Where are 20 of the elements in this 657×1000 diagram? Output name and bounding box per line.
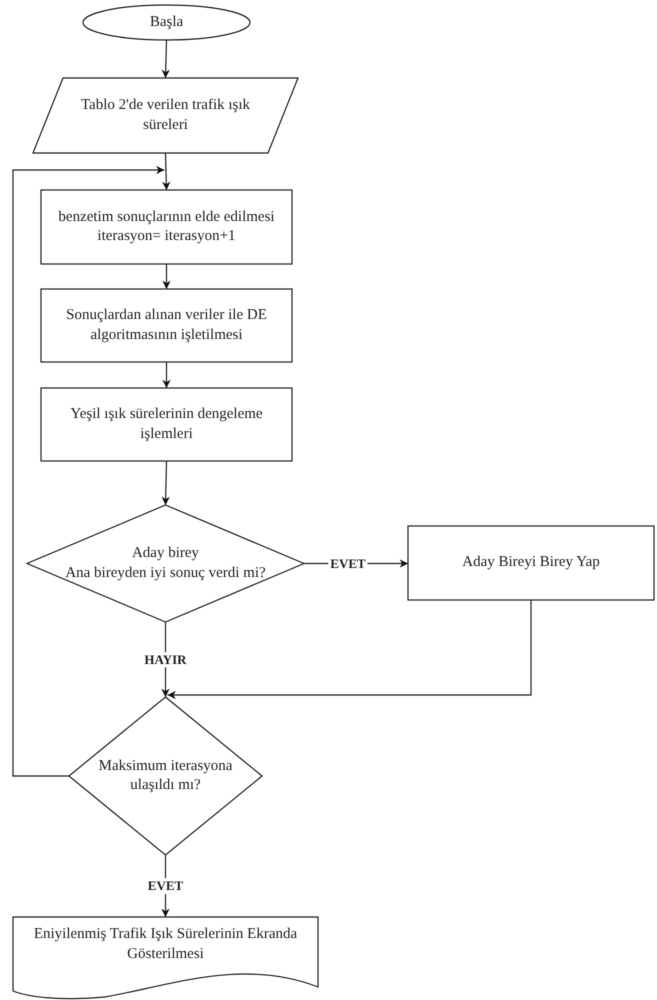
arrow bbox=[12, 166, 164, 777]
node-text: Yeşil ışık sürelerinin dengeleme işlemleri bbox=[69, 405, 264, 444]
arrow bbox=[162, 460, 170, 506]
node-text: Sonuçlardan alınan veriler ile DE algoritmasının işletilmesi bbox=[65, 306, 268, 344]
node-text: Maksimum iterasyona ulaşıldı mı? bbox=[98, 756, 234, 795]
node-text: Başla bbox=[150, 12, 184, 32]
arrow bbox=[162, 40, 170, 78]
arrow bbox=[162, 264, 171, 289]
arrow bbox=[162, 362, 171, 388]
edge-label: EVET bbox=[146, 878, 186, 894]
node-text: Ana bireyden iyi sonuç verdi mi? bbox=[65, 564, 266, 582]
node-text: benzetim sonuçlarının elde edilmesi bbox=[58, 208, 275, 226]
node-text: iterasyon= iterasyon+1 bbox=[97, 227, 236, 246]
edge-label: HAYIR bbox=[142, 652, 189, 668]
node-text: Eniyilenmiş Trafik Işık Sürelerinin Ekranda Gösterilmesi bbox=[32, 925, 298, 964]
node-text: Aday Bireyi Birey Yap bbox=[462, 553, 600, 572]
arrow bbox=[162, 152, 170, 190]
node-text: Aday birey bbox=[132, 544, 200, 563]
arrow bbox=[168, 600, 532, 700]
node-text: Tablo 2'de verilen trafik ışık süreleri bbox=[80, 96, 252, 134]
